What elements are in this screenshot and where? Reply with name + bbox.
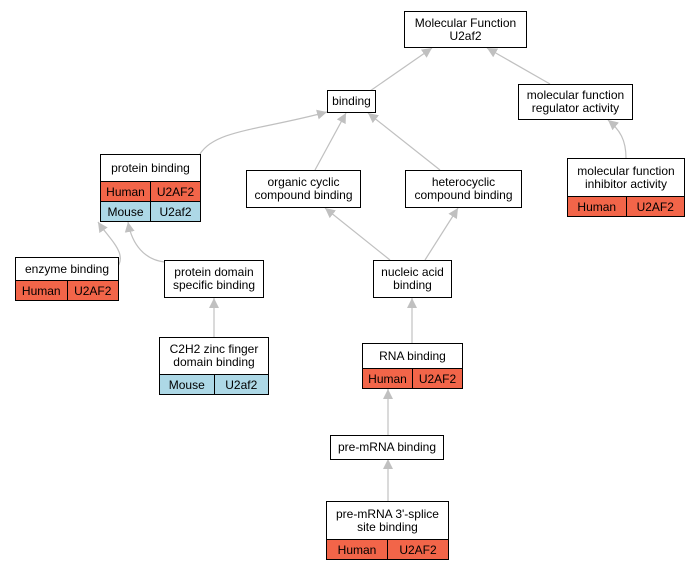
label-line: U2af2 (449, 28, 482, 43)
edge-nucleic-organic (324, 207, 391, 261)
label-line: nucleic acid (381, 265, 444, 279)
label-line: domain binding (173, 355, 255, 369)
node-label: enzyme binding (24, 261, 110, 276)
gene-cell: U2af2 (213, 375, 269, 394)
label-line: regulator activity (531, 101, 620, 115)
label-line: specific binding (172, 278, 256, 292)
label-line: inhibitor activity (584, 176, 667, 191)
node-binding[interactable]: binding (327, 90, 376, 113)
label-line: pre-mRNA 3'-splice (336, 506, 439, 521)
gene-cell: U2AF2 (412, 369, 462, 388)
species-row-human: Human U2AF2 (327, 539, 448, 559)
edge-organic-binding (314, 112, 347, 171)
label-line: organic cyclic (267, 175, 340, 189)
label-line: compound binding (254, 188, 353, 202)
species-row-human: Human U2AF2 (568, 196, 684, 216)
node-label: protein binding (111, 160, 190, 175)
species-cell: Human (368, 371, 407, 386)
edge-domain-protein (124, 221, 166, 263)
edge-hetero-binding (367, 112, 441, 171)
gene-cell: U2AF2 (625, 197, 685, 216)
label-line: molecular function (577, 163, 675, 178)
edge-binding-root (369, 47, 433, 92)
node-protein-binding[interactable]: protein binding Human U2AF2 Mouse U2af2 (100, 154, 201, 222)
label-line: protein domain (174, 265, 254, 279)
gene-cell: U2AF2 (387, 540, 448, 559)
species-cell: Human (21, 283, 61, 298)
edge-inhibitor-mfreg (607, 119, 627, 159)
label-line: molecular function (526, 88, 625, 102)
species-row-mouse: Mouse U2af2 (101, 201, 200, 221)
species-cell: Human (337, 542, 377, 557)
node-label: pre-mRNA binding (337, 440, 437, 454)
species-row-human: Human U2AF2 (363, 368, 462, 388)
species-row-mouse: Mouse U2af2 (160, 374, 268, 394)
gene-cell: U2AF2 (66, 281, 119, 300)
species-cell: Mouse (168, 377, 205, 392)
node-label: binding (332, 94, 371, 108)
node-pre-mrna-binding[interactable]: pre-mRNA binding (330, 435, 444, 460)
node-rna-binding[interactable]: RNA binding Human U2AF2 (362, 343, 463, 389)
label-line: compound binding (414, 188, 513, 202)
label-line: site binding (357, 519, 418, 534)
gene-cell: U2AF2 (150, 182, 200, 201)
edge-nucleic-hetero (424, 207, 459, 261)
label-line: heterocyclic (431, 175, 496, 189)
edge-mfreg-root (486, 47, 551, 85)
label-line: Molecular Function (414, 15, 517, 30)
edge-protein-binding (199, 109, 328, 155)
species-cell: Human (106, 184, 145, 199)
label-line: binding (393, 278, 432, 292)
label-line: C2H2 zinc finger (169, 342, 259, 356)
node-label: RNA binding (379, 348, 446, 363)
species-row-human: Human U2AF2 (16, 280, 118, 300)
node-enzyme-binding[interactable]: enzyme binding Human U2AF2 (15, 257, 119, 301)
gene-cell: U2af2 (150, 202, 200, 221)
species-row-human: Human U2AF2 (101, 181, 200, 201)
species-cell: Mouse (107, 204, 144, 219)
species-cell: Human (577, 199, 617, 214)
